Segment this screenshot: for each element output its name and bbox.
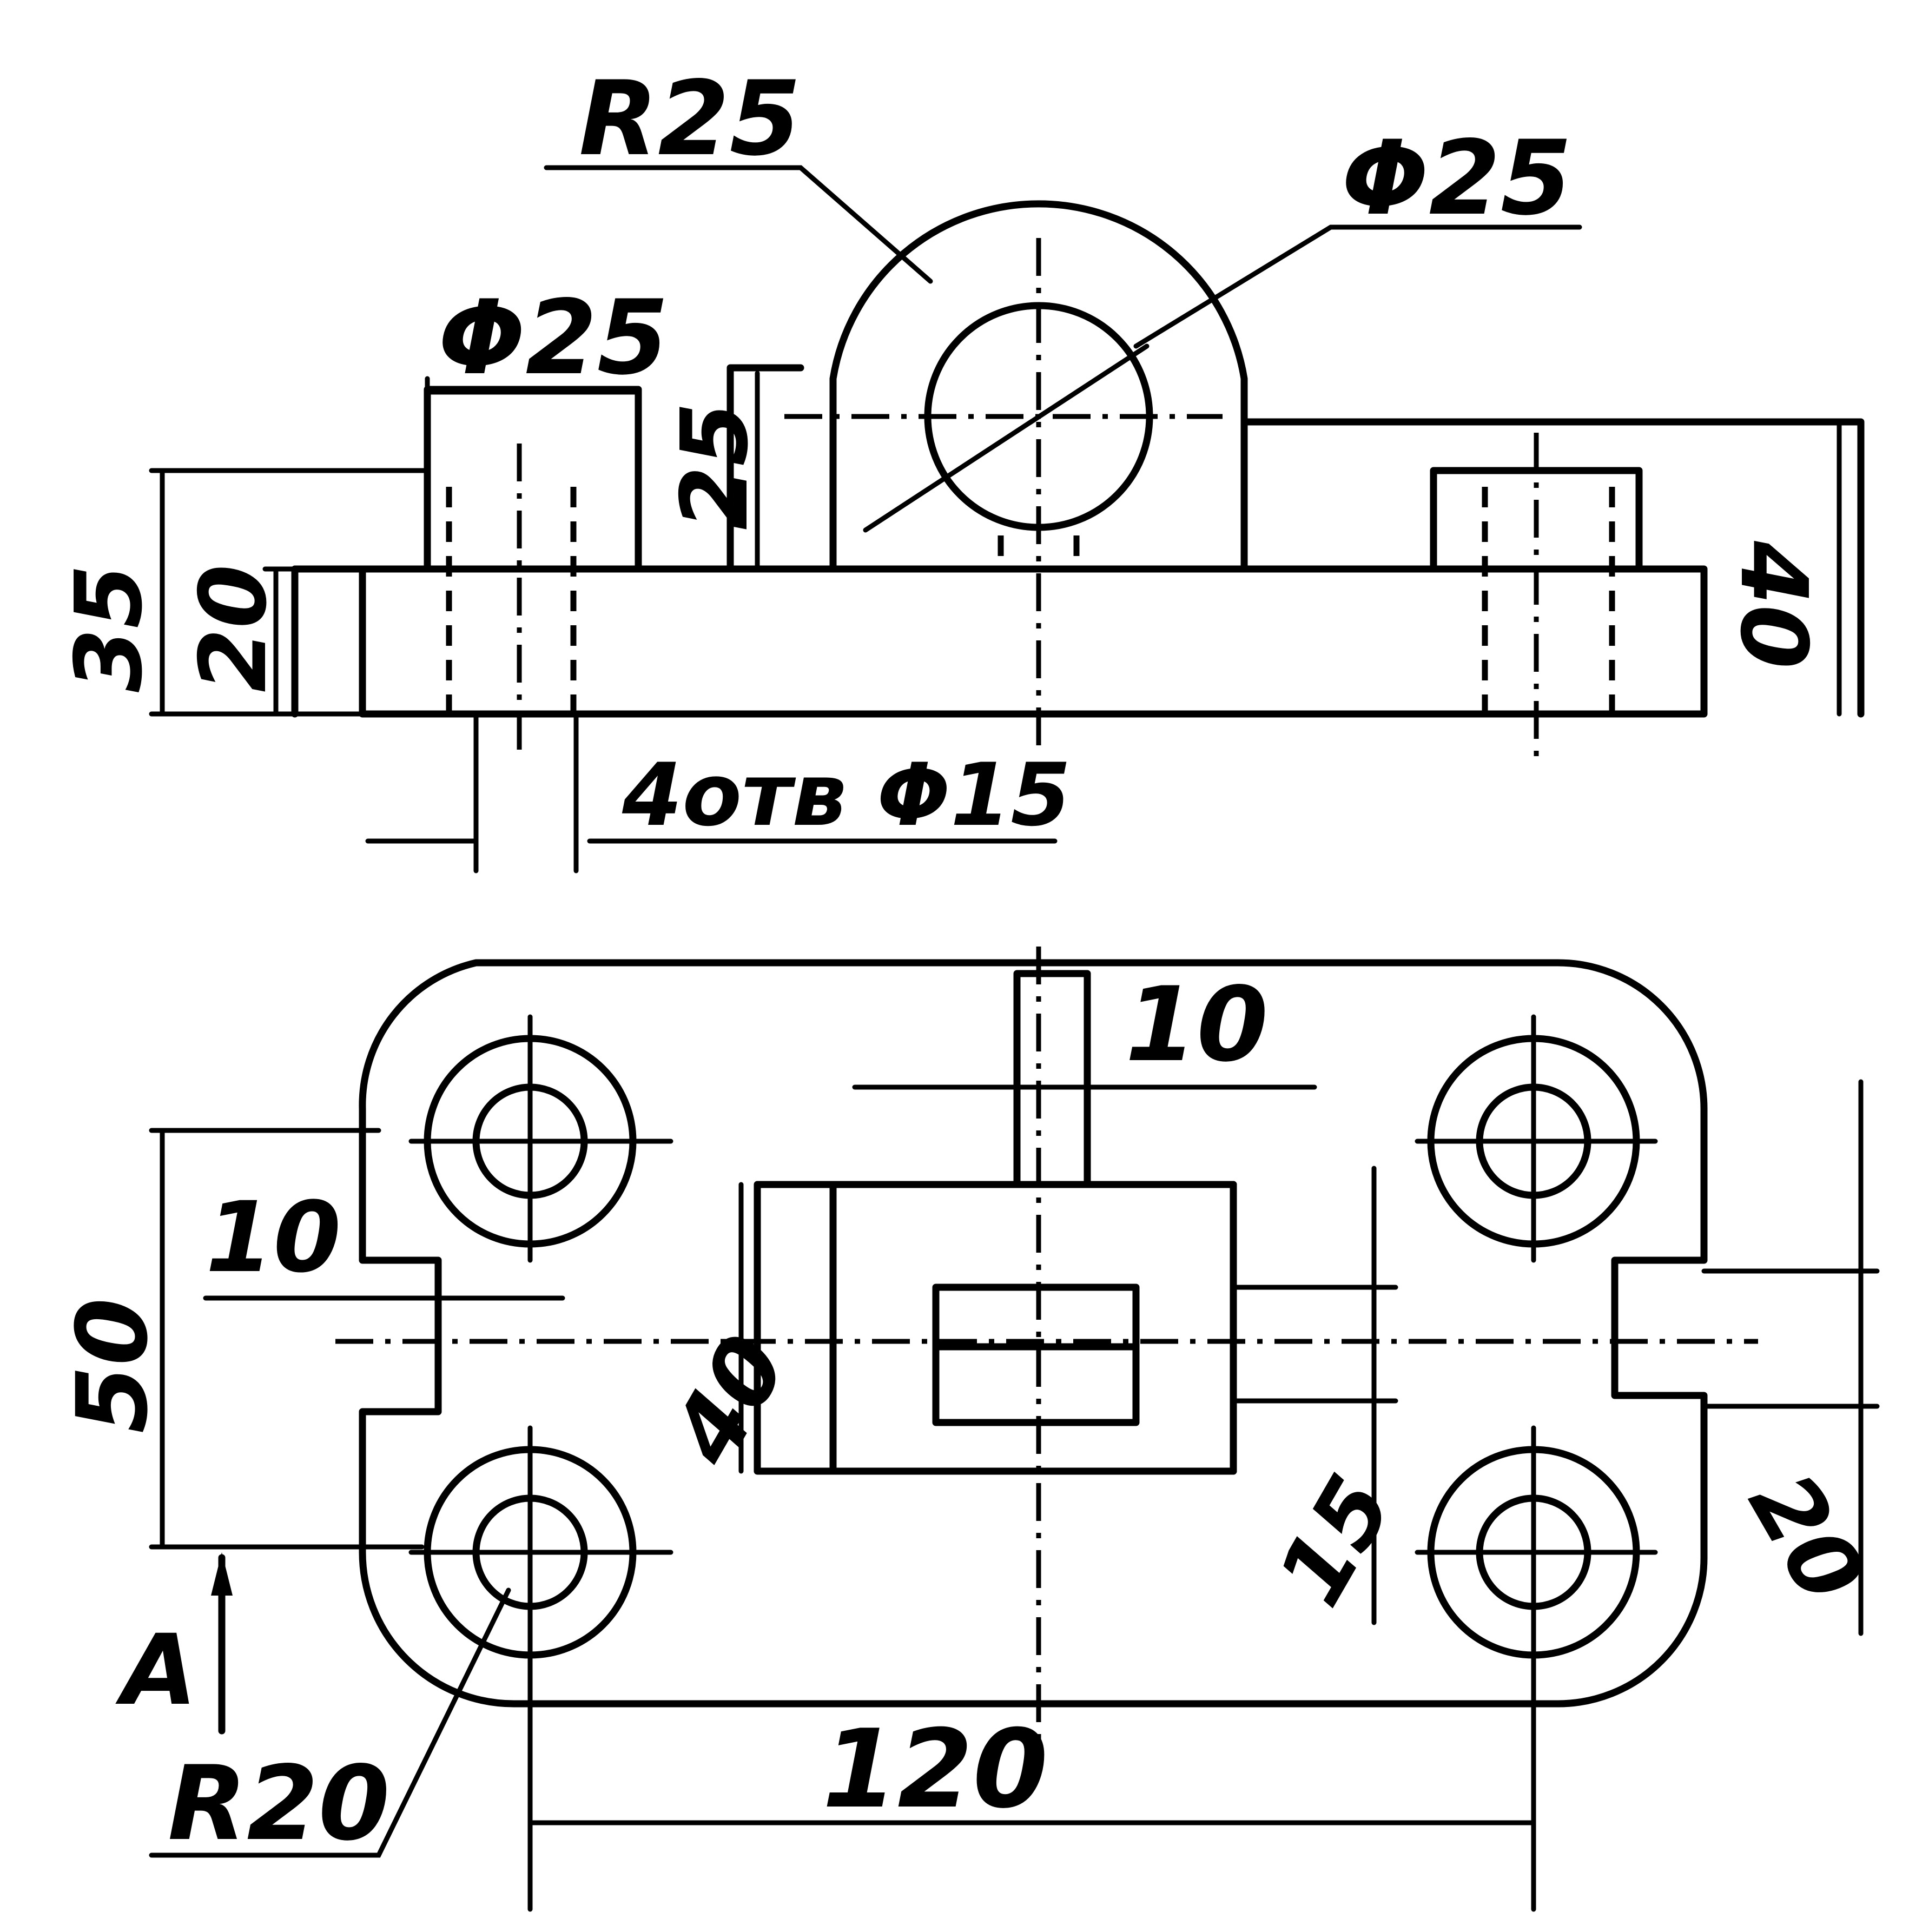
view-arrow-a-head <box>211 1552 233 1596</box>
front-boss-rib-right <box>1240 418 1865 718</box>
front-base-outline <box>359 565 1708 718</box>
front-left-step <box>291 565 366 718</box>
label-boss-height: 25 <box>662 402 769 530</box>
leader-hole <box>863 343 1150 533</box>
label-phi25-right: Φ25 <box>1342 118 1572 238</box>
label-phi25-left: Φ25 <box>438 278 669 398</box>
label-holes-note: 4отв Φ15 <box>622 744 1071 845</box>
label-r25: R25 <box>579 59 801 178</box>
leader-phi25-right <box>1133 224 1582 349</box>
leader-r20 <box>149 1587 511 1858</box>
label-right-height: 40 <box>1720 540 1827 669</box>
leader-r25 <box>544 165 933 284</box>
label-slot-left: 10 <box>206 1181 341 1294</box>
top-boss-outer <box>754 1181 1237 1475</box>
label-rib-width: 15 <box>1257 1459 1414 1623</box>
label-overall-width: 50 <box>56 1298 169 1434</box>
front-boss-rib <box>726 364 804 573</box>
label-view-a: A <box>115 1614 197 1727</box>
label-hole-spacing: 120 <box>822 1706 1048 1832</box>
label-corner-radius: R20 <box>168 1744 390 1863</box>
top-view: 10 10 50 40 15 20 R20 120 A <box>56 947 1885 1912</box>
label-overall-height: 35 <box>56 564 163 692</box>
top-boss-bore <box>932 1283 1140 1426</box>
front-view: R25 Φ25 Φ25 25 35 20 40 4отв Φ15 <box>56 59 1865 874</box>
top-boss-inner <box>829 1181 1237 1475</box>
label-slot-top: 10 <box>1125 965 1268 1084</box>
top-outline <box>359 959 1708 1708</box>
top-rib <box>1013 970 1091 1188</box>
label-base-height: 20 <box>180 564 287 692</box>
front-left-lug <box>424 386 642 573</box>
